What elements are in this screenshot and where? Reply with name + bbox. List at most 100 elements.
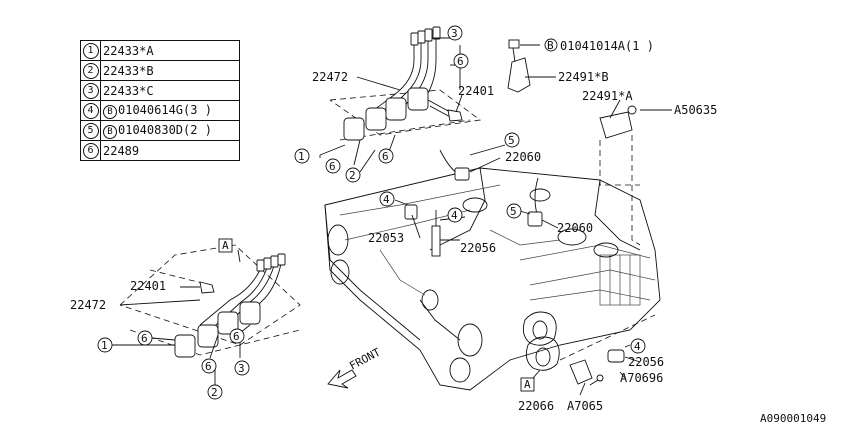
legend-part-text: 22433*A: [103, 43, 154, 58]
bolt-symbol-b: B: [544, 38, 558, 52]
svg-text:2: 2: [349, 169, 356, 182]
svg-text:1: 1: [298, 150, 305, 163]
legend-number: 1: [80, 40, 101, 61]
svg-text:6: 6: [457, 55, 464, 68]
svg-text:1: 1: [101, 339, 108, 352]
bolt-b-icon: B: [103, 124, 117, 139]
label-22401-top: 22401: [458, 84, 494, 98]
callout-6-bottom-mid: 6: [229, 328, 245, 344]
bracket-22491: [507, 39, 641, 246]
label-22056-a: 22056: [460, 241, 496, 255]
label-22056-b: 22056: [628, 355, 664, 369]
box-a-bottom: A: [520, 377, 535, 392]
callout-6-bottom-left: 6: [137, 330, 153, 346]
legend-row: 3 22433*C: [80, 80, 240, 101]
legend-number: 3: [80, 80, 101, 101]
callout-3-bottom: 3: [234, 360, 250, 376]
callout-2-bottom: 2: [207, 384, 223, 400]
callout-2-top: 2: [345, 167, 361, 183]
callout-number-icon: 3: [82, 83, 99, 99]
callout-6-top: 6: [453, 53, 469, 69]
label-22060-a: 22060: [505, 150, 541, 164]
label-22053: 22053: [368, 231, 404, 245]
svg-text:A: A: [222, 239, 229, 252]
front-arrow: FRONT: [327, 345, 383, 389]
callout-number-icon: 2: [82, 63, 99, 79]
svg-text:A: A: [524, 378, 531, 391]
label-22491a: 22491*A: [582, 89, 633, 103]
svg-text:B: B: [547, 39, 554, 52]
sensor-harness: [404, 149, 543, 257]
legend-row: 1 22433*A: [80, 40, 240, 61]
callout-5-top: 5: [504, 132, 520, 148]
legend-number: 5: [80, 120, 101, 141]
ignition-coil-cluster-top: [329, 26, 482, 141]
svg-text:5: 5: [508, 134, 515, 147]
callout-number-icon: 6: [82, 143, 99, 159]
legend-part-number: 22433*A: [100, 40, 240, 61]
legend-part-text: 22433*C: [103, 83, 154, 98]
part-labels: 22472 22401 22491*B 22491*A A50635 01041…: [70, 39, 826, 425]
cam-sensor-parts: [559, 314, 656, 386]
legend-part-text: 22489: [103, 143, 140, 158]
legend-number: 4: [80, 100, 101, 121]
label-22060-b: 22060: [557, 221, 593, 235]
svg-text:6: 6: [205, 360, 212, 373]
legend-part-text: 01040614G(3 ): [118, 102, 212, 117]
label-a50635: A50635: [674, 103, 717, 117]
svg-text:4: 4: [383, 193, 390, 206]
svg-text:2: 2: [211, 386, 218, 399]
box-a-top: A: [218, 238, 233, 253]
label-22472-bot: 22472: [70, 298, 106, 312]
callout-3-top: 3: [447, 25, 463, 41]
legend-part-number: 22489: [100, 140, 240, 161]
label-22472-top: 22472: [312, 70, 348, 84]
front-label: FRONT: [347, 345, 383, 372]
svg-text:4: 4: [634, 340, 641, 353]
label-22491b: 22491*B: [558, 70, 609, 84]
callout-6-left: 6: [325, 158, 341, 174]
svg-text:6: 6: [233, 330, 240, 343]
callouts: 3 6 1 6 2 6 5 4 4 5 1 6 6 6 3 2 4: [97, 25, 646, 400]
legend-number: 6: [80, 140, 101, 161]
svg-text:3: 3: [451, 27, 458, 40]
legend-part-text: 22433*B: [103, 63, 154, 78]
legend-part-text: 01040830D(2 ): [118, 122, 212, 137]
svg-text:6: 6: [329, 160, 336, 173]
callout-number-icon: 4: [82, 103, 99, 119]
callout-5-right: 5: [506, 203, 522, 219]
label-01041014a: 01041014A(1 ): [560, 39, 654, 53]
svg-text:4: 4: [451, 209, 458, 222]
legend-row: 2 22433*B: [80, 60, 240, 81]
label-22066: 22066: [518, 399, 554, 413]
svg-text:3: 3: [238, 362, 245, 375]
callout-4-bottom-right: 4: [630, 338, 646, 354]
label-a70696: A70696: [620, 371, 663, 385]
callout-number-icon: 1: [82, 43, 99, 59]
label-a7065: A7065: [567, 399, 603, 413]
legend-part-number: 22433*B: [100, 60, 240, 81]
diagram-id: A090001049: [760, 412, 826, 425]
callout-1-bottom: 1: [97, 337, 113, 353]
callout-6-bottom-low: 6: [201, 358, 217, 374]
engine-block: [324, 167, 661, 391]
bolt-b-icon: B: [103, 104, 117, 119]
callout-6-mid: 6: [378, 148, 394, 164]
svg-text:5: 5: [510, 205, 517, 218]
svg-text:6: 6: [141, 332, 148, 345]
callout-1-top: 1: [294, 148, 310, 164]
callout-4-left: 4: [379, 191, 395, 207]
legend-number: 2: [80, 60, 101, 81]
ignition-coil-cluster-bottom: [119, 244, 301, 358]
legend-row: 6 22489: [80, 140, 240, 161]
label-22401-bot: 22401: [130, 279, 166, 293]
svg-text:6: 6: [382, 150, 389, 163]
callout-number-icon: 5: [82, 123, 99, 139]
legend-part-number: 22433*C: [100, 80, 240, 101]
